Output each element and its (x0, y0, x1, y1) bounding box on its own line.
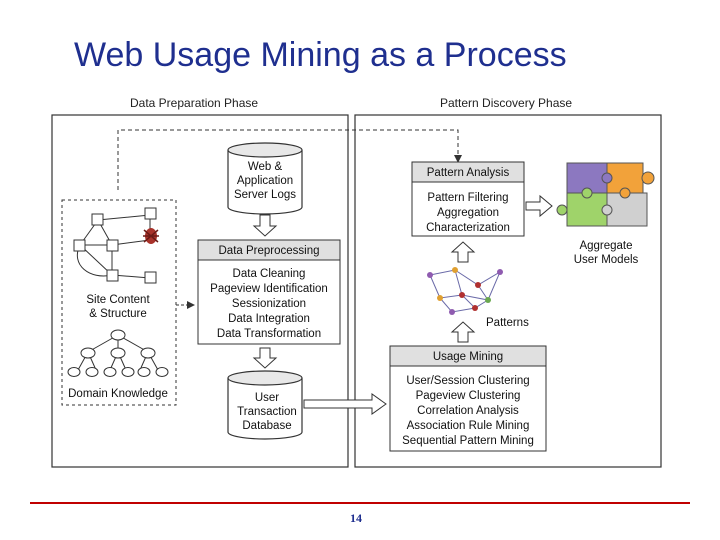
logs-to-preprocessing-arrow (252, 214, 278, 237)
database-to-usage-mining-arrow (303, 393, 387, 415)
analysis-to-user-models-arrow (525, 194, 553, 218)
database-line-3: Database (242, 420, 291, 432)
pattern-analysis-item: Characterization (426, 222, 510, 234)
slide-title: Web Usage Mining as a Process (74, 36, 567, 74)
site-structure-graph-icon (73, 207, 157, 284)
usage-mining-to-patterns-arrow (450, 321, 476, 343)
preprocessing-item: Data Integration (228, 313, 310, 325)
server-logs-cylinder: Web & Application Server Logs (227, 142, 303, 215)
transaction-database-cylinder: User Transaction Database (227, 370, 303, 440)
preprocessing-item: Pageview Identification (210, 283, 328, 295)
patterns-to-analysis-arrow (450, 241, 476, 263)
pattern-discovery-phase-frame (354, 114, 662, 468)
usage-mining-item: Correlation Analysis (417, 405, 519, 417)
domain-knowledge-label: Domain Knowledge (68, 388, 168, 400)
puzzle-pieces-icon (556, 162, 655, 227)
aggregate-line-1: Aggregate (579, 240, 632, 252)
patterns-network-icon (427, 267, 503, 315)
server-logs-line-3: Server Logs (234, 189, 296, 201)
feedback-dashed-arrow (117, 129, 462, 190)
phase-label-pattern-discovery: Pattern Discovery Phase (440, 96, 573, 110)
usage-mining-header: Usage Mining (433, 351, 503, 363)
server-logs-line-2: Application (237, 175, 293, 187)
site-content-line-1: Site Content (86, 294, 150, 306)
spider-robot-icon (143, 228, 159, 244)
page-number: 14 (350, 511, 362, 525)
pattern-analysis-item: Pattern Filtering (427, 192, 508, 204)
site-content-dashed-frame (61, 199, 177, 406)
preprocessing-to-database-arrow (252, 347, 278, 369)
usage-mining-item: Association Rule Mining (407, 420, 530, 432)
preprocessing-item: Sessionization (232, 298, 306, 310)
data-preprocessing-header: Data Preprocessing (219, 245, 320, 257)
domain-knowledge-tree-icon (67, 329, 169, 377)
pattern-analysis-item: Aggregation (437, 207, 499, 219)
patterns-label: Patterns (486, 317, 529, 329)
footer-rule (30, 502, 690, 504)
aggregate-line-2: User Models (574, 254, 639, 266)
server-logs-line-1: Web & (248, 161, 283, 173)
data-preparation-phase-frame (51, 114, 349, 468)
usage-mining-item: User/Session Clustering (406, 375, 529, 387)
preprocessing-item: Data Cleaning (233, 268, 306, 280)
usage-mining-box: Usage Mining User/Session Clustering Pag… (389, 345, 547, 452)
phase-label-data-preparation: Data Preparation Phase (130, 96, 259, 110)
data-preprocessing-box: Data Preprocessing Data Cleaning Pagevie… (197, 239, 341, 345)
site-content-line-2: & Structure (89, 308, 147, 320)
usage-mining-item: Sequential Pattern Mining (402, 435, 534, 447)
pattern-analysis-box: Pattern Analysis Pattern Filtering Aggre… (411, 161, 525, 237)
database-line-1: User (255, 392, 279, 404)
usage-mining-item: Pageview Clustering (416, 390, 521, 402)
pattern-analysis-header: Pattern Analysis (427, 167, 510, 179)
preprocessing-item: Data Transformation (217, 328, 321, 340)
database-line-2: Transaction (237, 406, 297, 418)
